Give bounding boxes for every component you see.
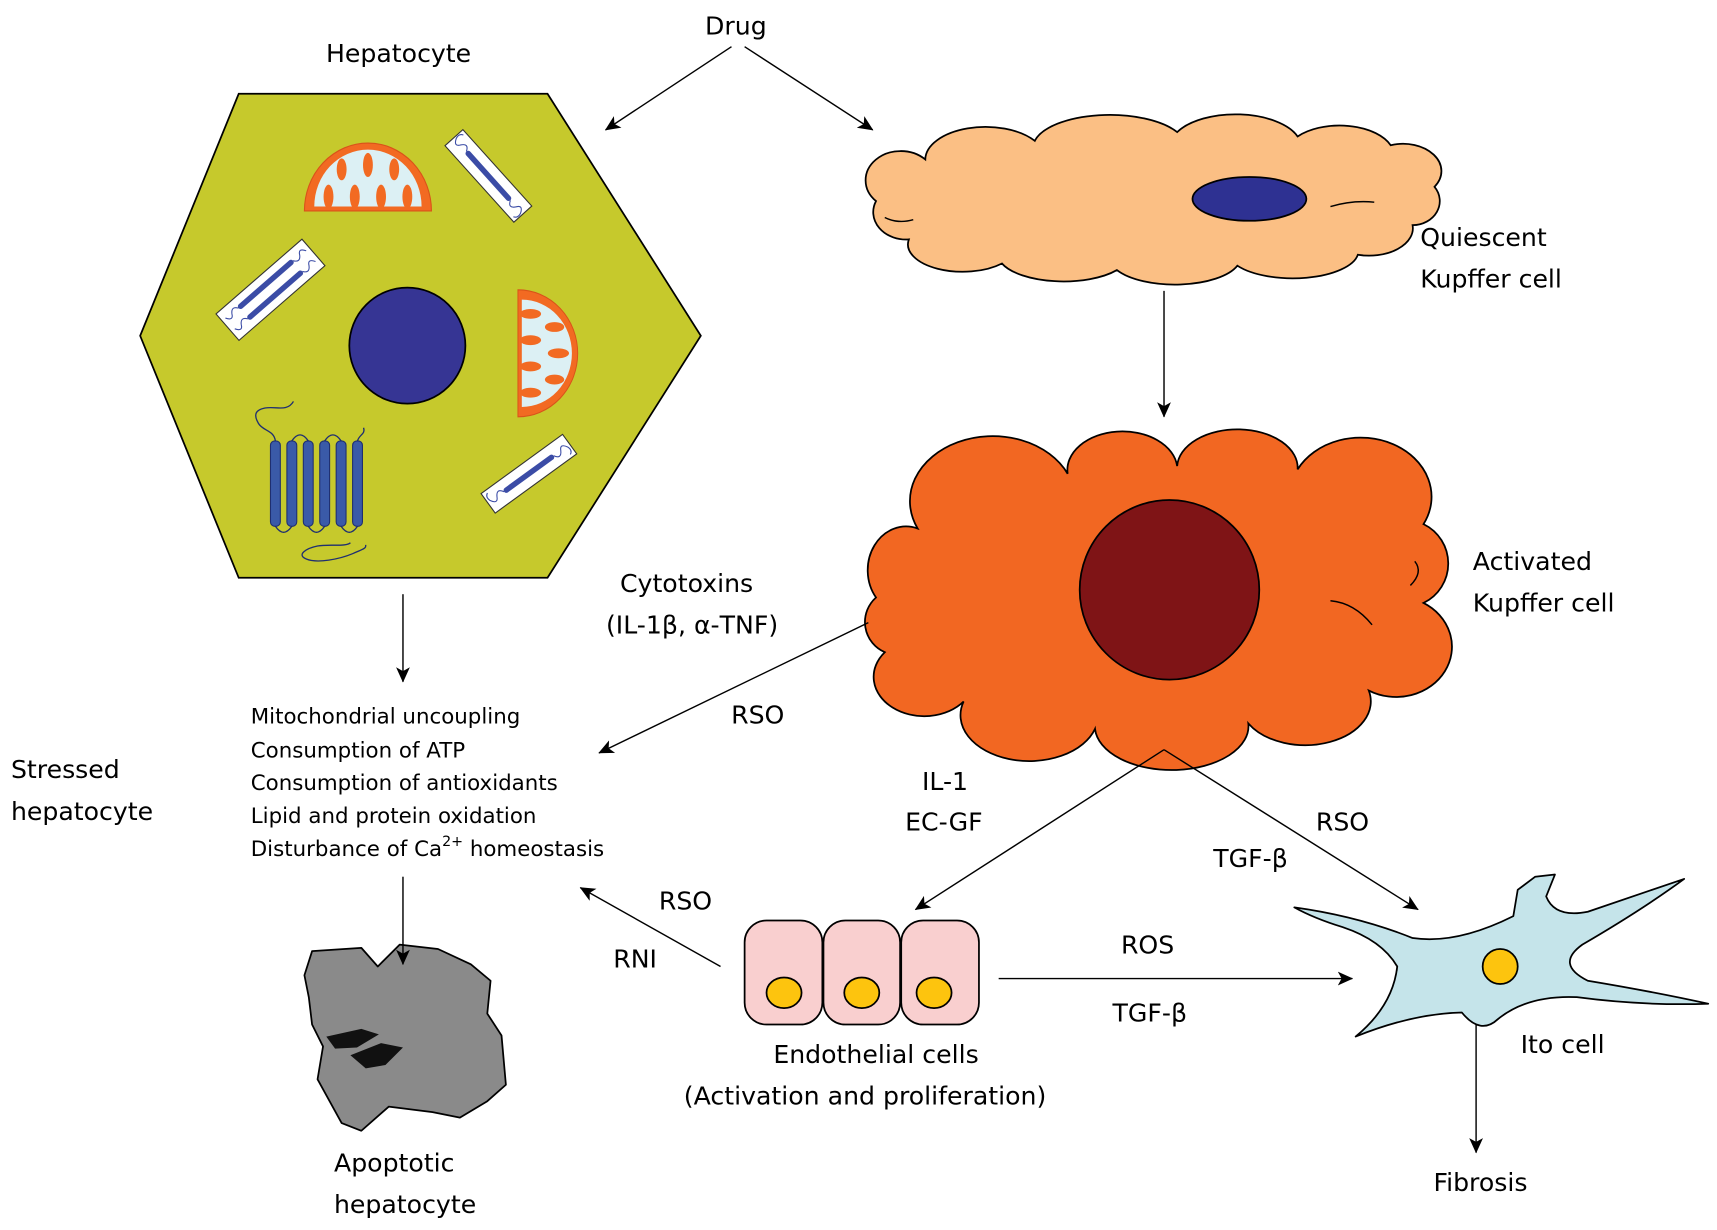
er-membrane	[465, 150, 512, 202]
quiescent-kupffer-body	[864, 113, 1443, 286]
arrow-kupffer-to-endothelial	[914, 749, 1165, 911]
kupffer-to-ito-label-line1: RSO	[1316, 808, 1369, 837]
arrows	[396, 46, 1483, 1154]
stressed-hepatocyte-label-line1: Stressed	[11, 755, 120, 784]
endothelial-label-line2: (Activation and proliferation)	[684, 1081, 1047, 1110]
endoplasmic-reticulum-top	[444, 128, 533, 223]
arrow-kupffer-to-stress	[598, 622, 869, 754]
labels: Drug Hepatocyte Quiescent Kupffer cell A…	[11, 12, 1615, 1219]
er-membrane	[237, 259, 294, 310]
apoptotic-hepatocyte-body	[303, 943, 507, 1132]
arrow-drug-to-kupffer	[744, 46, 874, 131]
hepatocyte	[139, 92, 702, 579]
arrow-endothelial-to-stress	[579, 887, 721, 968]
mitochondrion-top	[303, 142, 432, 212]
er-membrane	[503, 454, 555, 493]
apoptotic-hepatocyte	[303, 943, 507, 1132]
endothelial-to-ito-label-line1: ROS	[1121, 930, 1174, 959]
transmembrane-loops	[255, 401, 367, 562]
ito-cell	[1293, 873, 1710, 1038]
activated-kupffer-label-line1: Activated	[1473, 547, 1592, 576]
stress-effect-item: Consumption of ATP	[251, 738, 465, 763]
nuclear-fragment	[350, 1043, 403, 1069]
transmembrane-protein	[255, 401, 367, 562]
cytotoxins-label-line2: (IL-1β, α-TNF)	[606, 611, 778, 640]
calcium-prefix: Disturbance of Ca	[251, 837, 442, 862]
arrow-drug-to-hepatocyte	[604, 46, 732, 131]
fibrosis-label: Fibrosis	[1433, 1168, 1527, 1197]
endothelial-nucleus	[843, 976, 881, 1009]
endothelial-to-hepatocyte-label-line1: RSO	[659, 887, 712, 916]
mitochondrion-cristae	[519, 308, 570, 398]
hepatocyte-label: Hepatocyte	[326, 39, 471, 68]
endothelial-nucleus	[765, 976, 803, 1009]
endothelial-to-ito-label-line2: TGF-β	[1112, 998, 1188, 1027]
ito-cell-nucleus	[1481, 948, 1519, 985]
activated-kupffer-nucleus	[1078, 499, 1261, 681]
endoplasmic-reticulum-left	[215, 238, 326, 342]
stress-effect-item: Mitochondrial uncoupling	[251, 704, 521, 729]
hepatocyte-nucleus	[348, 286, 467, 405]
stress-effect-item: Consumption of antioxidants	[251, 771, 558, 796]
stressed-hepatocyte-label-line2: hepatocyte	[11, 797, 153, 826]
endothelial-cell	[900, 919, 980, 1026]
stress-effect-item: Lipid and protein oxidation	[251, 804, 537, 829]
calcium-suffix: homeostasis	[463, 837, 604, 862]
calcium-superscript: 2+	[442, 834, 463, 850]
mitochondrion-right	[517, 289, 579, 418]
activated-kupffer-label-line2: Kupffer cell	[1473, 589, 1615, 618]
endothelial-cells	[743, 919, 980, 1026]
kupffer-to-endothelial-label-line2: EC-GF	[905, 808, 982, 837]
kupffer-to-ito-label-line2: TGF-β	[1212, 844, 1288, 873]
endothelial-nucleus	[915, 976, 953, 1009]
drug-label: Drug	[705, 12, 767, 41]
stress-effect-calcium: Disturbance of Ca2+ homeostasis	[251, 834, 604, 862]
endothelial-to-hepatocyte-label-line2: RNI	[613, 945, 657, 974]
quiescent-kupffer-label-line1: Quiescent	[1420, 223, 1547, 252]
nuclear-fragment	[326, 1028, 379, 1049]
quiescent-kupffer-nucleus	[1191, 176, 1308, 222]
transmembrane-helices	[269, 440, 364, 527]
kupffer-to-hepatocyte-label: RSO	[731, 700, 784, 729]
quiescent-kupffer-cell	[864, 113, 1443, 286]
endoplasmic-reticulum-bottom	[480, 433, 578, 514]
endothelial-label-line1: Endothelial cells	[773, 1040, 978, 1069]
arrow-kupffer-to-ito	[1163, 749, 1419, 911]
endothelial-cell	[822, 919, 901, 1026]
apoptotic-hepatocyte-label-line2: hepatocyte	[334, 1190, 476, 1219]
quiescent-kupffer-label-line2: Kupffer cell	[1420, 265, 1562, 294]
cytotoxins-label-line1: Cytotoxins	[620, 569, 753, 598]
ito-cell-label: Ito cell	[1521, 1030, 1605, 1059]
mitochondrion-cristae	[323, 152, 413, 209]
endothelial-cell	[743, 919, 824, 1026]
er-membrane	[247, 270, 304, 320]
kupffer-to-endothelial-label-line1: IL-1	[922, 767, 968, 796]
activated-kupffer-cell	[864, 428, 1453, 771]
apoptotic-hepatocyte-label-line1: Apoptotic	[334, 1148, 455, 1177]
